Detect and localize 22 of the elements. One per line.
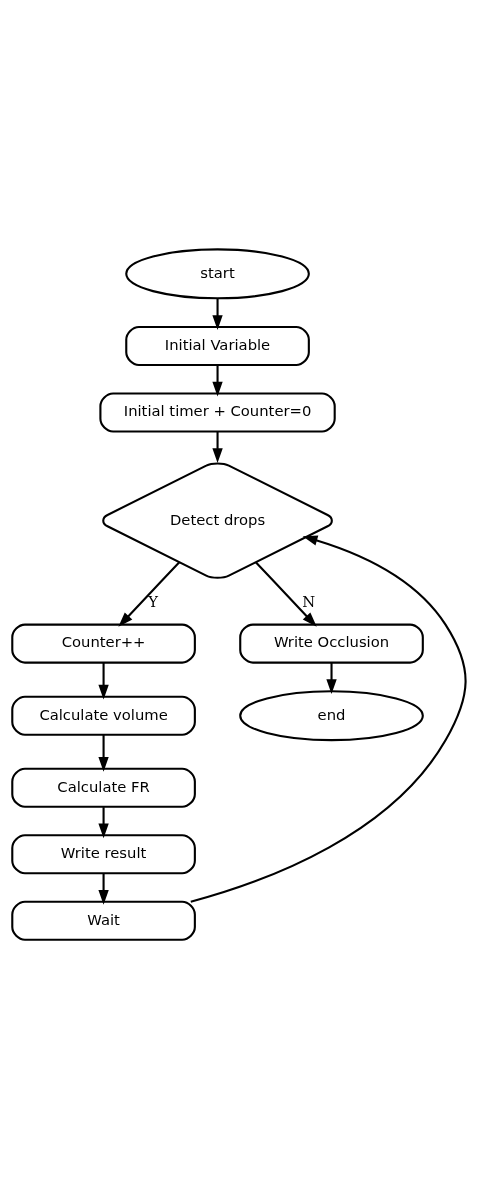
arrow	[212, 431, 223, 464]
node-box: Calculate volume	[11, 695, 196, 736]
arrow	[255, 561, 317, 627]
node-ellipse: start	[125, 248, 310, 300]
node-box: Calculate FR	[11, 767, 196, 808]
arrow	[98, 807, 109, 839]
arrow	[190, 535, 467, 903]
arrow	[212, 298, 223, 330]
arrow	[212, 365, 223, 397]
node-box: Wait	[11, 900, 196, 941]
node-box: Write Occlusion	[239, 623, 424, 664]
node-ellipse: end	[239, 690, 424, 742]
arrow	[326, 662, 337, 695]
node-box: Write result	[11, 834, 196, 875]
edge-label: N	[302, 592, 316, 610]
arrow	[118, 561, 181, 627]
node-box: Initial timer + Counter=0	[99, 392, 336, 433]
edge-label: Y	[148, 592, 159, 610]
arrow	[98, 662, 109, 700]
arrow	[98, 734, 109, 772]
node-box: Counter++	[11, 623, 196, 664]
node-box: Initial Variable	[125, 325, 310, 366]
